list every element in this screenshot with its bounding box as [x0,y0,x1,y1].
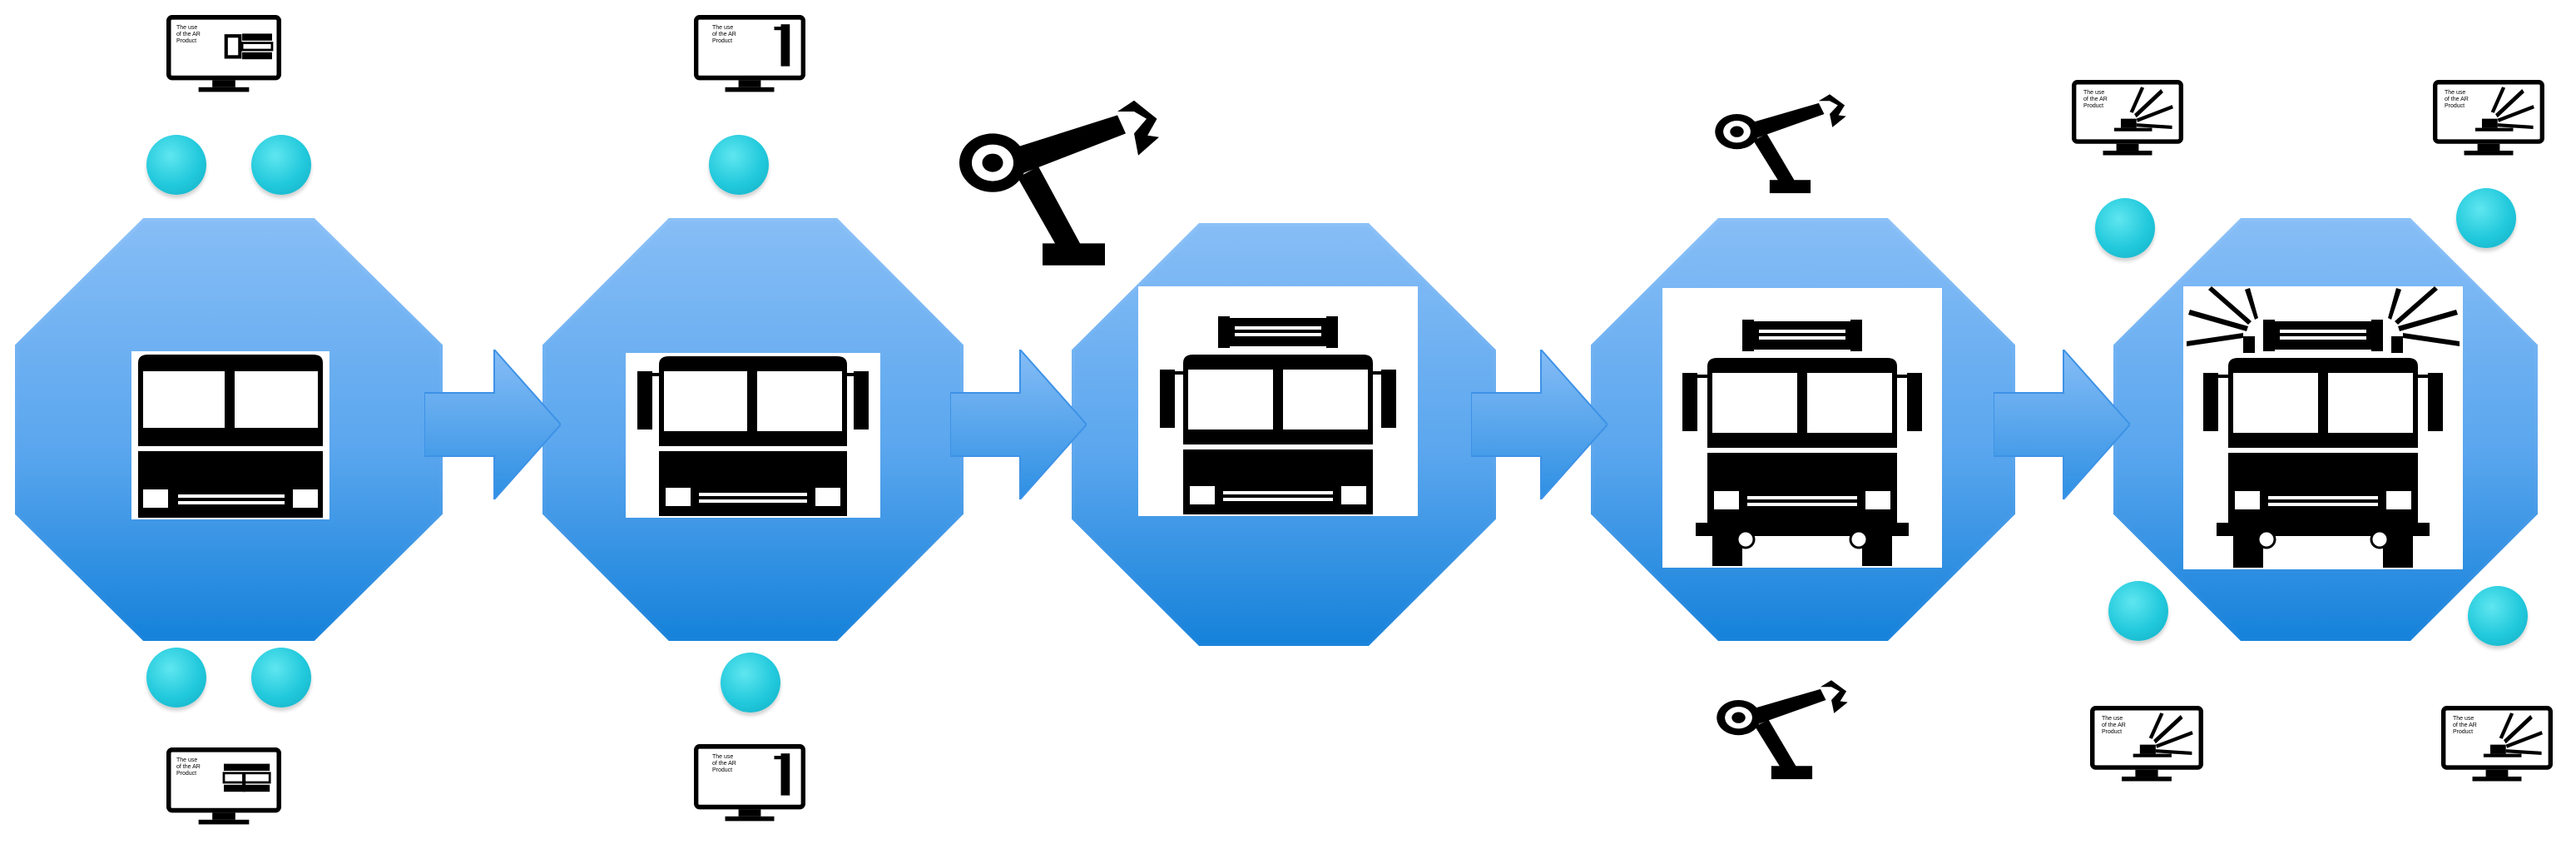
monitor-caption: The use of the AR Product [2453,716,2477,735]
robot-arm-icon [1714,676,1850,786]
marker-dot [2095,198,2155,258]
station-5 [2113,218,2538,641]
marker-dot [709,135,769,195]
monitor-caption: The use of the AR Product [2102,716,2126,735]
right-arrow-icon [1994,350,2130,499]
monitor-icon: The use of the AR Product [166,747,281,829]
right-arrow-icon [424,350,561,499]
truck-with-mirrors-icon [626,353,880,518]
monitor-icon: The use of the AR Product [166,15,281,97]
marker-dot [721,653,780,713]
monitor-caption: The use of the AR Product [2445,90,2469,109]
fire-truck-icon [2183,286,2463,569]
marker-dot [251,648,311,708]
station-3 [1072,223,1496,646]
marker-dot [2108,581,2168,641]
robot-arm-icon [1712,90,1849,200]
monitor-icon: The use of the AR Product [2441,706,2553,786]
monitor-caption: The use of the AR Product [176,25,201,44]
monitor-icon: The use of the AR Product [694,15,805,97]
monitor-icon: The use of the AR Product [2090,706,2203,786]
right-arrow-icon [950,350,1087,499]
marker-dot [2468,586,2528,646]
monitor-icon: The use of the AR Product [2072,80,2183,160]
monitor-caption: The use of the AR Product [176,757,201,777]
right-arrow-icon [1471,350,1608,499]
station-1 [15,218,443,641]
station-2 [542,218,964,641]
station-4 [1591,218,2015,641]
bus-front-icon [131,351,329,519]
monitor-icon: The use of the AR Product [2433,80,2544,160]
marker-dot [251,135,311,195]
monitor-caption: The use of the AR Product [712,25,736,44]
marker-dot [2456,188,2516,248]
robot-arm-icon [955,93,1163,276]
monitor-caption: The use of the AR Product [712,754,736,773]
truck-with-bumper-icon [1662,288,1942,568]
monitor-icon: The use of the AR Product [694,744,805,826]
marker-dot [146,648,206,708]
marker-dot [146,135,206,195]
truck-with-roof-rack-icon [1138,286,1418,516]
monitor-caption: The use of the AR Product [2083,90,2108,109]
